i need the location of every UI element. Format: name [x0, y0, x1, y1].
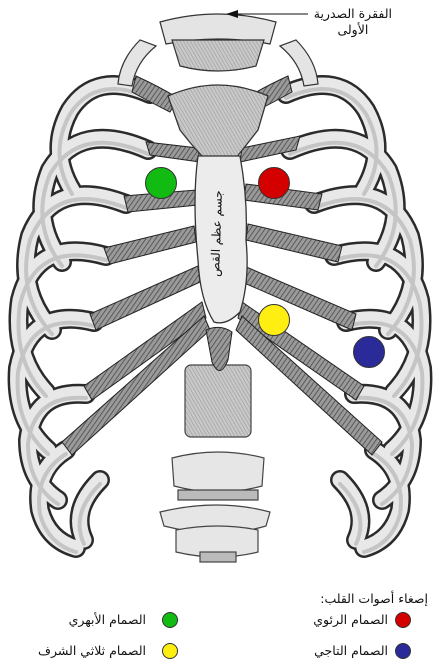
xiphoid-process [205, 326, 233, 371]
aortic-valve-marker [145, 167, 177, 199]
legend-mitral-label: الصمام التاجي [314, 643, 388, 658]
rib-shade-13 [37, 452, 78, 554]
vertebral-column [159, 364, 271, 563]
vertebra-label-line1: الفقرة الصدرية [313, 6, 392, 21]
manubrium [167, 84, 269, 159]
legend-tricuspid-dot [162, 643, 178, 659]
rib-shade-5 [24, 197, 128, 336]
rib-shade-6 [312, 197, 416, 336]
legend-tricuspid-label: الصمام ثلاثي الشرف [38, 643, 146, 658]
rib-shade-16 [338, 482, 363, 546]
rib-shade-15 [77, 482, 102, 546]
legend-aortic-label: الصمام الأبهري [68, 612, 146, 627]
pulmonary-valve-marker [258, 167, 290, 199]
rib-shade-8 [332, 253, 424, 398]
rib-shade-3 [40, 140, 150, 268]
legend-aortic-dot [162, 612, 178, 628]
legend-title: إصغاء أصوات القلب: [320, 591, 428, 606]
first-thoracic-vertebra [117, 13, 319, 87]
legend-mitral-dot [395, 643, 411, 659]
rib-shade-2 [284, 87, 379, 196]
arrow-head-icon [226, 10, 238, 18]
rib-shade-1 [57, 87, 152, 196]
vertebra-label-line2: الأولى [337, 21, 369, 37]
rib-shade-14 [362, 452, 403, 554]
rib-shade-4 [288, 140, 398, 268]
mitral-valve-marker [353, 336, 385, 368]
legend-pulmonary-label: الصمام الرئوي [313, 612, 388, 627]
sternum-body [194, 155, 248, 324]
rib-shade-7 [16, 253, 108, 398]
vertebra-label: الفقرة الصدرية الأولى [314, 6, 392, 37]
tricuspid-valve-marker [258, 304, 290, 336]
legend-pulmonary-dot [395, 612, 411, 628]
ribs-group [7, 75, 433, 558]
